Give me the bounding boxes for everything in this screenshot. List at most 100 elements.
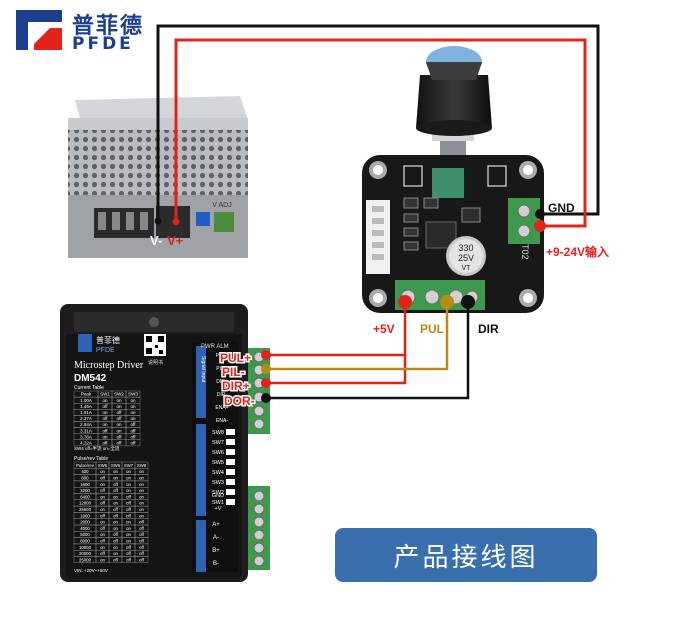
pulse-table-cell: 4000: [80, 526, 90, 531]
current-table-cell: on: [130, 404, 136, 409]
current-table-cell: on: [116, 428, 122, 433]
capacitor-series: VT: [462, 265, 472, 272]
controller-board: 330 25V VT KT02: [362, 155, 544, 313]
pulse-table-cell: on: [113, 476, 118, 481]
driver-power-label: +V: [215, 506, 222, 512]
pulse-table-cell: on: [100, 557, 105, 562]
current-table-cell: on: [130, 398, 136, 403]
pulse-table-cell: on: [100, 494, 105, 499]
pulse-table-cell: 10000: [79, 545, 92, 550]
current-table-cell: off: [117, 416, 123, 421]
pulse-table-cell: 12800: [79, 501, 92, 506]
driver-motor-label: A+: [212, 522, 220, 528]
driver-leds: PWR ALM: [201, 344, 229, 350]
dip-switch[interactable]: [226, 449, 235, 455]
pulse-table-header: SW8: [137, 463, 147, 468]
driver-qr-caption: 说明书: [148, 359, 163, 366]
dip-switch[interactable]: [226, 499, 235, 505]
dip-switch[interactable]: [226, 429, 235, 435]
pulse-table-cell: off: [126, 545, 132, 550]
pulse-table-cell: on: [113, 520, 118, 525]
brand-logo: 普菲德 PFDE: [14, 6, 164, 56]
pulse-table-cell: on: [113, 526, 118, 531]
current-table-cell: on: [116, 422, 122, 427]
pulse-table-cell: 2000: [80, 520, 90, 525]
logo-cn: 普菲德: [72, 14, 145, 39]
black-wire-dir: [266, 302, 470, 400]
capacitor-voltage: 25V: [458, 253, 474, 263]
psu-adj-label: V ADJ: [212, 202, 231, 209]
dip-switch[interactable]: [226, 469, 235, 475]
pulse-table-cell: on: [126, 526, 131, 531]
logo-mark-icon: [16, 10, 62, 50]
driver-motor-label: A-: [213, 535, 219, 541]
current-table-cell: off: [131, 428, 137, 433]
power-terminal-block: [248, 486, 270, 570]
pulse-table-cell: off: [100, 513, 106, 518]
driver-motor-label: B-: [213, 561, 219, 567]
pulse-table-cell: on: [139, 469, 144, 474]
pulse-table-cell: on: [113, 469, 118, 474]
board-model-label: KT02: [520, 238, 530, 260]
current-table-cell: 3.31A: [80, 428, 92, 433]
pulse-table-cell: off: [113, 513, 119, 518]
driver-model: DM542: [74, 373, 107, 384]
pulse-table-header: SW5: [98, 463, 108, 468]
capacitor-value: 330: [458, 243, 473, 253]
pulse-table-cell: off: [113, 507, 119, 512]
pulse-table-header: Pulse/rev: [76, 463, 95, 468]
driver-signal-label: DIR+: [216, 379, 228, 385]
pulse-table-cell: off: [126, 513, 132, 518]
red-wire-vplus: [174, 38, 587, 228]
pulse-table-header: SW6: [111, 463, 121, 468]
logo-en: PFDE: [72, 34, 134, 54]
current-table-header: SW2: [114, 392, 124, 397]
current-table-cell: 4.22A: [80, 441, 92, 446]
pulse-table-cell: on: [126, 476, 131, 481]
pulse-table-cell: on: [113, 545, 118, 550]
pulse-table-cell: 6400: [80, 494, 90, 499]
current-table-cell: 1.91A: [80, 410, 92, 415]
current-table-header: Peak: [81, 392, 92, 397]
driver-signal-label: PUL+: [216, 353, 229, 359]
dip-switch[interactable]: [226, 479, 235, 485]
pulse-table-cell: on: [113, 501, 118, 506]
current-table-header: SW1: [100, 392, 110, 397]
driver-signal-label: ENA-: [216, 418, 228, 424]
wire-label: DOR-: [224, 394, 255, 408]
pulse-table-cell: on: [139, 507, 144, 512]
pulse-table-cell: off: [139, 526, 145, 531]
current-table-cell: on: [102, 398, 108, 403]
pulse-table-cell: on: [126, 488, 131, 493]
pulse-table-cell: on: [100, 482, 105, 487]
wire-label: PUL+: [220, 351, 251, 365]
driver-signal-label: DIR-: [217, 392, 228, 398]
pulse-table-cell: on: [100, 520, 105, 525]
diagram-caption: 产品接线图: [335, 528, 597, 582]
current-table-cell: 3.76A: [80, 434, 92, 439]
current-table-cell: off: [103, 428, 109, 433]
driver-signal-label: ENA+: [215, 405, 228, 411]
current-table-cell: on: [102, 410, 108, 415]
dip-switch[interactable]: [226, 489, 235, 495]
dip-switch[interactable]: [226, 459, 235, 465]
current-table-cell: on: [116, 398, 122, 403]
pulse-table-cell: off: [100, 501, 106, 506]
current-table-cell: on: [130, 416, 136, 421]
current-table-cell: off: [103, 404, 109, 409]
current-table-cell: 1.00A: [80, 398, 92, 403]
pulse-table-cell: off: [100, 539, 106, 544]
board-pul-label: PUL: [420, 322, 444, 336]
dip-switch[interactable]: [226, 439, 235, 445]
driver-signal-label: PUL-: [216, 366, 228, 372]
pulse-table-cell: on: [126, 482, 131, 487]
power-labels: GND +V: [212, 493, 224, 512]
pulse-table-cell: off: [139, 545, 145, 550]
psu-pos-terminal-label: V+: [167, 233, 184, 248]
driver-switch-label: SW2: [212, 490, 224, 496]
pulse-table-cell: off: [126, 507, 132, 512]
driver-power-label: GND: [212, 493, 224, 499]
potentiometer-knob[interactable]: [416, 46, 492, 178]
